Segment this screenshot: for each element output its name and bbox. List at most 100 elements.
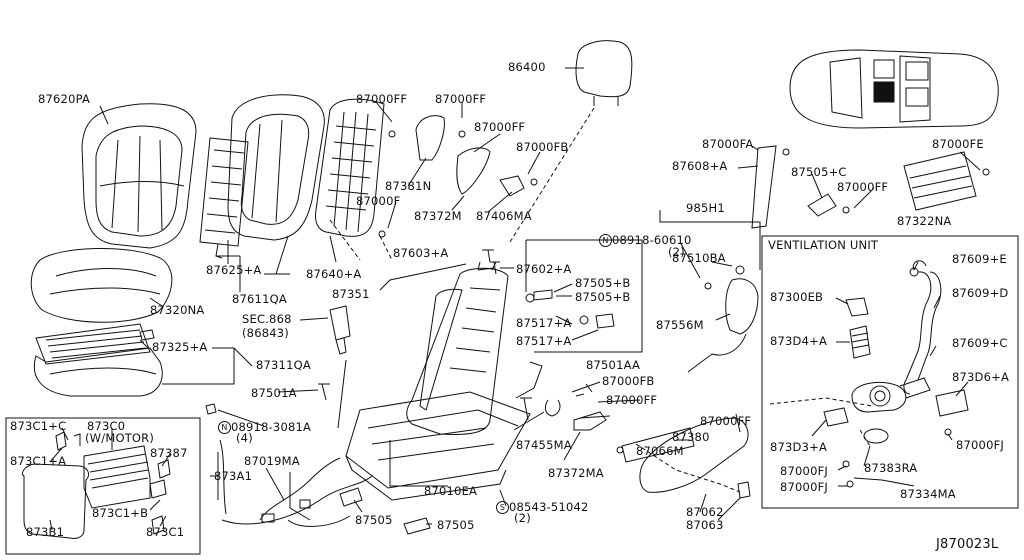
screw-symbol-icon: S: [496, 501, 509, 514]
label-873C1: 873C1: [146, 525, 185, 539]
label-87501AA: 87501AA: [586, 358, 641, 372]
label-87455MA: 87455MA: [516, 438, 572, 452]
heater-mat-87625A: [199, 137, 249, 259]
label-87066M: 87066M: [636, 444, 684, 458]
label-86843: (86843): [242, 326, 289, 340]
label-87505: 87505: [355, 513, 393, 527]
label-87000FB: 87000FB: [602, 374, 655, 388]
label-87000FB: 87000FB: [516, 140, 569, 154]
seatback-pad-87611QA: [227, 94, 325, 241]
seat-frame-87010EA: [345, 261, 531, 501]
label-87000FJ: 87000FJ: [780, 480, 828, 494]
nut-symbol-icon: N: [599, 234, 612, 247]
leader-lines: [49, 67, 981, 531]
label-873D3A: 873D3+A: [770, 440, 828, 454]
label-873B1: 873B1: [26, 525, 65, 539]
label-87620PA: 87620PA: [38, 92, 91, 106]
label-87505: 87505: [437, 518, 475, 532]
label-87000FF: 87000FF: [356, 92, 408, 106]
label-87000FE: 87000FE: [932, 137, 984, 151]
label-873C1B: 873C1+B: [92, 506, 149, 520]
label-87381N: 87381N: [385, 179, 432, 193]
label-87000FF: 87000FF: [700, 414, 752, 428]
label-87640A: 87640+A: [306, 267, 362, 281]
label-87406MA: 87406MA: [476, 209, 532, 223]
label-873C1A: 873C1+A: [10, 454, 67, 468]
label-87625A: 87625+A: [206, 263, 262, 277]
bracket-87505: [339, 487, 431, 535]
label-87325A: 87325+A: [152, 340, 208, 354]
label-87380: 87380: [672, 430, 710, 444]
label-87372MA: 87372MA: [548, 466, 604, 480]
nut-symbol-icon: N: [218, 421, 231, 434]
side-trim-parts: [378, 115, 538, 238]
label-87334MA: 87334MA: [900, 487, 956, 501]
label-qty-4: (4): [236, 431, 253, 445]
car-location-icon: [789, 49, 999, 129]
label-87311QA: 87311QA: [256, 358, 311, 372]
seatback-cover-87620PA: [81, 103, 197, 249]
seatback-frame-mat-87640A: [315, 98, 385, 237]
label-87611QA: 87611QA: [232, 292, 287, 306]
label-87320NA: 87320NA: [150, 303, 205, 317]
label-87010EA: 87010EA: [424, 484, 478, 498]
label-87000FJ: 87000FJ: [956, 438, 1004, 452]
label-87609E: 87609+E: [952, 252, 1007, 266]
label-87000FJ: 87000FJ: [780, 464, 828, 478]
label-87505C: 87505+C: [791, 165, 847, 179]
cushion-pad-87311QA: [33, 347, 163, 397]
module-985H1: [687, 265, 759, 373]
label-87372M: 87372M: [414, 209, 462, 223]
label-87062: 87062: [686, 505, 724, 519]
side-shield-87380: [616, 417, 751, 499]
label-87505B: 87505+B: [575, 276, 631, 290]
label-87602A: 87602+A: [516, 262, 572, 276]
label-87000FF: 87000FF: [474, 120, 526, 134]
seat-belt-buckle-86843: [329, 305, 351, 355]
label-87000FF: 87000FF: [837, 180, 889, 194]
label-87387: 87387: [150, 446, 188, 460]
label-87000FF: 87000FF: [435, 92, 487, 106]
label-873D6A: 873D6+A: [952, 370, 1010, 384]
motor-unit-873C0: [5, 417, 201, 555]
label-87603A: 87603+A: [393, 246, 449, 260]
label-87505B: 87505+B: [575, 290, 631, 304]
label-87609C: 87609+C: [952, 336, 1008, 350]
seat-cushion-cover-87320NA: [30, 248, 173, 323]
label-87609D: 87609+D: [952, 286, 1009, 300]
label-87510BA: 87510BA: [672, 251, 726, 265]
label-87517A: 87517+A: [516, 334, 572, 348]
label-873A1: 873A1: [214, 469, 253, 483]
label-87351: 87351: [332, 287, 370, 301]
frame-small-parts: [205, 249, 615, 431]
label-873D4A: 873D4+A: [770, 334, 828, 348]
label-873C1C: 873C1+C: [10, 419, 67, 433]
dashed-leaders: [329, 107, 873, 493]
label-87556M: 87556M: [656, 318, 704, 332]
right-upper-parts: [751, 145, 990, 229]
label-86400: 86400: [508, 60, 546, 74]
label-qty-2: (2): [668, 245, 685, 259]
ventilation-unit-title: VENTILATION UNIT: [768, 238, 879, 252]
headrest-86400: [575, 40, 633, 106]
label-87019MA: 87019MA: [244, 454, 300, 468]
label-87501A: 87501A: [251, 386, 297, 400]
label-87300EB: 87300EB: [770, 290, 824, 304]
label-87517A: 87517+A: [516, 316, 572, 330]
label-87608A: 87608+A: [672, 159, 728, 173]
label-87322NA: 87322NA: [897, 214, 952, 228]
ventilation-unit-box: [761, 235, 1019, 509]
label-87383RA: 87383RA: [864, 461, 918, 475]
label-SEC868: SEC.868: [242, 312, 292, 326]
label-w-motor: (W/MOTOR): [85, 431, 155, 445]
label-87000F: 87000F: [356, 194, 401, 208]
label-873C0: 873C0: [87, 419, 126, 433]
wire-harness-87019MA: [219, 439, 373, 527]
label-87063: 87063: [686, 518, 724, 532]
diagram-code: J870023L: [936, 537, 999, 552]
